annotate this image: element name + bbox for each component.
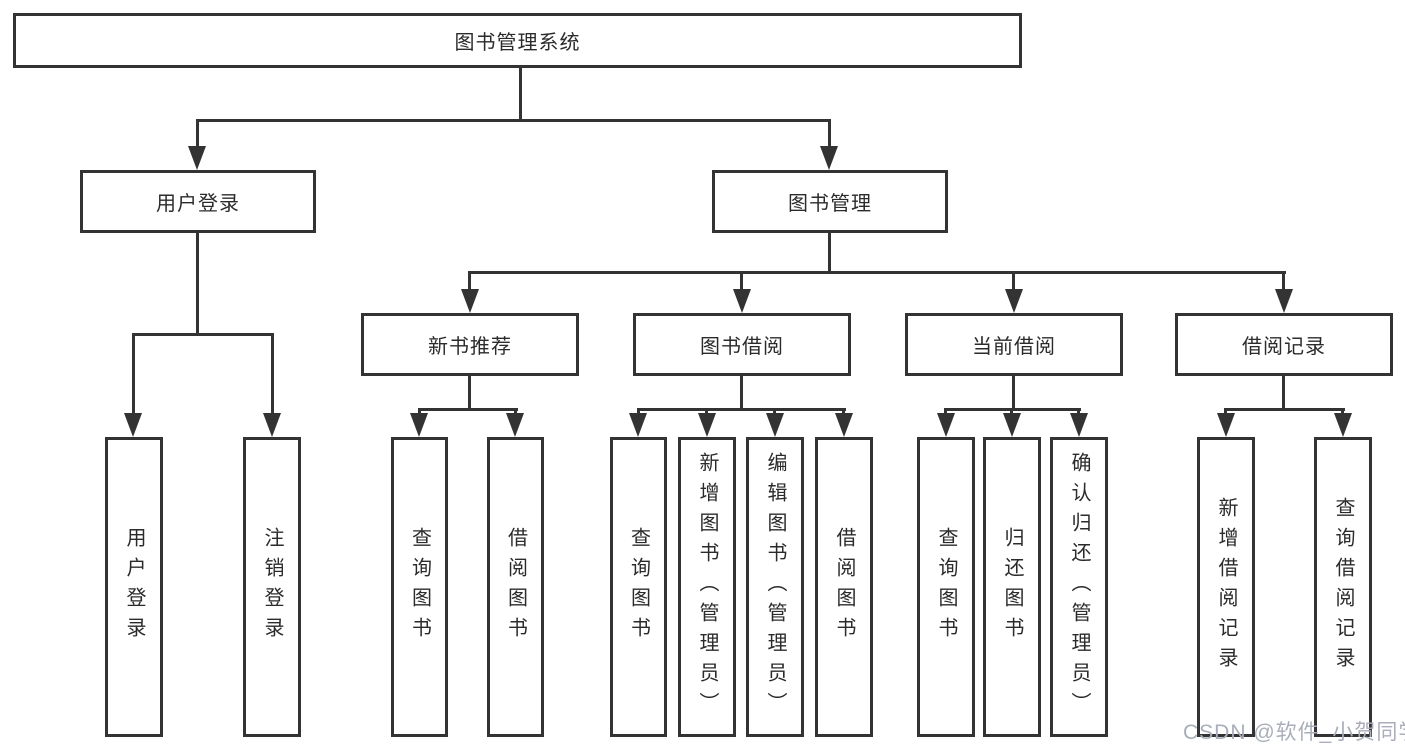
leaf-query-books-current: 查询图书 [917, 437, 975, 737]
node-label: 用户登录 [156, 193, 240, 215]
connector-book-management-stem [828, 233, 831, 273]
leaf-query-books-newbook: 查询图书 [391, 437, 448, 737]
leaf-add-borrow-record: 新增借阅记录 [1197, 437, 1255, 737]
node-label: 用户登录 [123, 527, 145, 647]
arrow-down-icon [733, 289, 751, 313]
leaf-query-borrow-record: 查询借阅记录 [1314, 437, 1372, 737]
connector-book-borrow-rail [637, 408, 846, 411]
arrow-down-icon [1275, 289, 1293, 313]
node-label: 当前借阅 [972, 336, 1056, 358]
node-label: 新书推荐 [428, 336, 512, 358]
node-label: 注销登录 [261, 527, 283, 647]
connector-drop-current-borrow [1012, 271, 1015, 291]
connector-drop-leaf [514, 408, 517, 416]
connector-drop-leaf [842, 408, 845, 416]
arrow-down-icon [461, 289, 479, 313]
node-label: 查询借阅记录 [1332, 497, 1354, 677]
arrow-down-icon [410, 413, 428, 437]
connector-drop-leaf [705, 408, 708, 416]
connector-current-borrow-stem [1012, 376, 1015, 410]
node-book-management: 图书管理 [712, 170, 948, 233]
node-label: 查询图书 [935, 527, 957, 647]
connector-drop-leaf [1010, 408, 1013, 416]
connector-drop-new-book [468, 271, 471, 291]
connector-drop-leaf [773, 408, 776, 416]
connector-book-borrow-stem [740, 376, 743, 410]
node-book-borrowing: 图书借阅 [633, 313, 851, 376]
arrow-down-icon [506, 413, 524, 437]
node-user-login-branch: 用户登录 [80, 170, 316, 233]
connector-drop-book-borrow [740, 271, 743, 291]
leaf-query-books-borrow: 查询图书 [610, 437, 667, 737]
connector-drop-leaf [944, 408, 947, 416]
node-label: 图书管理系统 [454, 32, 581, 54]
connector-borrow-record-rail [1224, 408, 1345, 411]
connector-user-login-rail [132, 333, 274, 336]
arrow-down-icon [937, 413, 955, 437]
connector-level2-rail [196, 119, 831, 122]
arrow-down-icon [698, 413, 716, 437]
node-label: 图书管理 [788, 193, 872, 215]
leaf-edit-book-admin: 编辑图书（管理员） [746, 437, 804, 737]
arrow-down-icon [820, 146, 838, 170]
connector-drop-borrow-record [1282, 271, 1285, 291]
connector-drop-leaf [637, 408, 640, 416]
arrow-down-icon [1005, 289, 1023, 313]
connector-borrow-record-stem [1282, 376, 1285, 410]
connector-drop-leaf [271, 333, 274, 415]
node-label: 确认归还（管理员） [1068, 452, 1090, 722]
node-label: 借阅图书 [833, 527, 855, 647]
node-label: 新增图书（管理员） [696, 452, 718, 722]
node-current-borrowing: 当前借阅 [905, 313, 1123, 376]
connector-drop-leaf [1077, 408, 1080, 416]
arrow-down-icon [629, 413, 647, 437]
connector-drop-leaf [1341, 408, 1344, 416]
node-label: 借阅记录 [1242, 336, 1326, 358]
arrow-down-icon [835, 413, 853, 437]
connector-drop-user-login [196, 119, 199, 147]
node-new-book-recommendation: 新书推荐 [361, 313, 579, 376]
arrow-down-icon [766, 413, 784, 437]
node-borrowing-records: 借阅记录 [1175, 313, 1393, 376]
node-label: 新增借阅记录 [1215, 497, 1237, 677]
arrow-down-icon [1070, 413, 1088, 437]
node-label: 归还图书 [1001, 527, 1023, 647]
node-label: 图书借阅 [700, 336, 784, 358]
leaf-user-login: 用户登录 [105, 437, 163, 737]
connector-drop-leaf [132, 333, 135, 415]
connector-root-stem [519, 68, 522, 120]
arrow-down-icon [124, 413, 142, 437]
node-label: 借阅图书 [504, 527, 527, 647]
node-label: 查询图书 [627, 527, 650, 647]
connector-new-book-rail [418, 408, 518, 411]
connector-user-login-stem [196, 233, 199, 335]
leaf-add-book-admin: 新增图书（管理员） [678, 437, 736, 737]
arrow-down-icon [1003, 413, 1021, 437]
leaf-return-book: 归还图书 [983, 437, 1041, 737]
node-library-management-system: 图书管理系统 [13, 13, 1022, 68]
arrow-down-icon [1334, 413, 1352, 437]
connector-drop-book-management [828, 119, 831, 147]
node-label: 查询图书 [408, 527, 431, 647]
arrow-down-icon [263, 413, 281, 437]
connector-drop-leaf [1224, 408, 1227, 416]
arrow-down-icon [1217, 413, 1235, 437]
csdn-watermark: CSDN @软件_小贺同学 [1183, 721, 1405, 744]
leaf-borrow-books-newbook: 借阅图书 [487, 437, 544, 737]
node-label: 编辑图书（管理员） [764, 452, 786, 722]
connector-level3-rail [468, 271, 1286, 274]
connector-new-book-stem [468, 376, 471, 410]
leaf-borrow-books-borrow: 借阅图书 [815, 437, 873, 737]
leaf-logout: 注销登录 [243, 437, 301, 737]
arrow-down-icon [188, 146, 206, 170]
connector-drop-leaf [418, 408, 421, 416]
leaf-confirm-return-admin: 确认归还（管理员） [1050, 437, 1108, 737]
